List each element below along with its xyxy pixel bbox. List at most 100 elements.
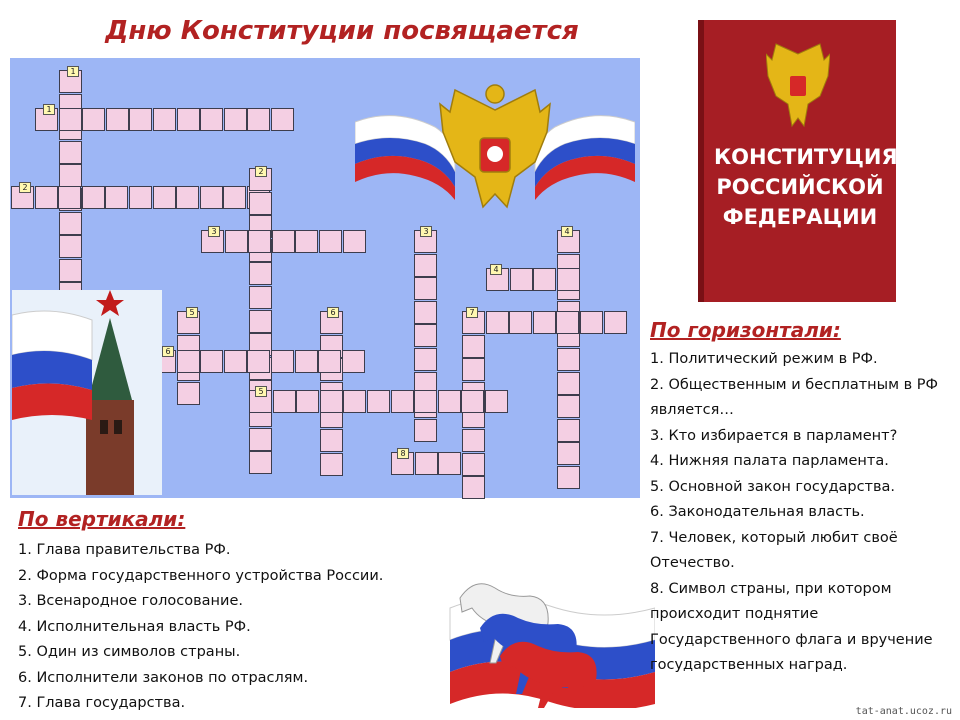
crossword-cell[interactable] bbox=[176, 350, 200, 373]
crossword-cell[interactable] bbox=[462, 334, 485, 358]
clue-item: 1. Политический режим в РФ. bbox=[650, 351, 878, 367]
crossword-cell[interactable] bbox=[249, 286, 272, 309]
crossword-cell[interactable] bbox=[200, 108, 224, 131]
crossword-cell[interactable] bbox=[295, 230, 319, 253]
crossword-cell[interactable] bbox=[249, 191, 272, 215]
crossword-cell[interactable] bbox=[437, 390, 461, 413]
crossword-cell[interactable] bbox=[177, 381, 200, 405]
crossword-cell[interactable] bbox=[557, 466, 580, 489]
crossword-cell[interactable] bbox=[153, 108, 176, 131]
crossword-cell[interactable] bbox=[580, 311, 603, 334]
crossword-cell[interactable] bbox=[342, 230, 366, 253]
crossword-cell[interactable] bbox=[58, 186, 82, 209]
clue-item: 7. Глава государства. bbox=[18, 695, 186, 711]
crossword-cell[interactable] bbox=[200, 350, 224, 373]
crossword-cell[interactable] bbox=[319, 230, 342, 253]
crossword-cell[interactable] bbox=[319, 390, 343, 413]
crossword-cell[interactable] bbox=[603, 311, 627, 334]
crossword-cell[interactable] bbox=[271, 350, 294, 373]
crossword-cell[interactable] bbox=[414, 390, 438, 413]
crossword-cell[interactable] bbox=[129, 186, 152, 209]
crossword-cell[interactable] bbox=[247, 350, 271, 373]
crossword-cell[interactable] bbox=[271, 230, 295, 253]
clue-item: 4. Нижняя палата парламента. bbox=[650, 453, 889, 469]
crossword-cell[interactable] bbox=[390, 390, 414, 413]
clue-number: 5 bbox=[186, 307, 198, 318]
crossword-cell[interactable] bbox=[343, 390, 367, 413]
crossword-cell[interactable] bbox=[249, 309, 272, 333]
crossword-cell[interactable] bbox=[271, 108, 294, 131]
crossword-cell[interactable] bbox=[105, 186, 129, 209]
crossword-cell[interactable] bbox=[272, 390, 296, 413]
crossword-cell[interactable] bbox=[223, 350, 247, 373]
crossword-cell[interactable] bbox=[59, 164, 82, 188]
crossword-cell[interactable] bbox=[556, 311, 580, 334]
crossword-cell[interactable] bbox=[223, 186, 247, 209]
crossword-cell[interactable] bbox=[414, 300, 437, 324]
crossword-cell[interactable] bbox=[176, 108, 200, 131]
crossword-cell[interactable] bbox=[414, 452, 438, 475]
clue-number: 2 bbox=[255, 166, 267, 177]
crossword-cell[interactable] bbox=[320, 429, 343, 452]
crossword-cell[interactable] bbox=[129, 108, 153, 131]
crossword-cell[interactable] bbox=[152, 186, 176, 209]
crossword-cell[interactable] bbox=[532, 311, 556, 334]
russian-coat-of-arms-icon bbox=[355, 84, 635, 209]
clue-item: 6. Законодательная власть. bbox=[650, 504, 865, 520]
clue-item: 5. Один из символов страны. bbox=[18, 644, 241, 660]
crossword-cell[interactable] bbox=[294, 350, 318, 373]
crossword-cell[interactable] bbox=[556, 268, 580, 291]
crossword-cell[interactable] bbox=[414, 418, 437, 442]
crossword-cell[interactable] bbox=[414, 324, 437, 348]
crossword-cell[interactable] bbox=[247, 108, 271, 131]
clue-item: 2. Общественным и бесплатным в РФ являет… bbox=[650, 376, 939, 419]
crossword-cell[interactable] bbox=[320, 452, 343, 476]
crossword-cell[interactable] bbox=[533, 268, 557, 291]
crossword-cell[interactable] bbox=[367, 390, 390, 413]
crossword-cell[interactable] bbox=[223, 108, 247, 131]
crossword-cell[interactable] bbox=[82, 108, 106, 131]
crossword-cell[interactable] bbox=[59, 258, 82, 282]
crossword-cell[interactable] bbox=[296, 390, 320, 413]
crossword-cell[interactable] bbox=[414, 348, 437, 371]
crossword-cell[interactable] bbox=[461, 390, 485, 413]
crossword-cell[interactable] bbox=[81, 186, 105, 209]
crossword-cell[interactable] bbox=[557, 418, 580, 442]
crossword-cell[interactable] bbox=[318, 350, 342, 373]
clue-item: 7. Человек, который любит своё Отечество… bbox=[650, 529, 898, 572]
crossword-cell[interactable] bbox=[462, 429, 485, 452]
crossword-cell[interactable] bbox=[557, 348, 580, 371]
crossword-cell[interactable] bbox=[249, 262, 272, 286]
crossword-cell[interactable] bbox=[249, 451, 272, 475]
crossword-cell[interactable] bbox=[224, 230, 248, 253]
crossword-cell[interactable] bbox=[509, 311, 533, 334]
crossword-cell[interactable] bbox=[462, 452, 485, 476]
crossword-cell[interactable] bbox=[34, 186, 58, 209]
crossword-cell[interactable] bbox=[249, 427, 272, 451]
crossword-cell[interactable] bbox=[199, 186, 223, 209]
crossword-cell[interactable] bbox=[341, 350, 365, 373]
crossword-cell[interactable] bbox=[462, 476, 485, 500]
crossword-cell[interactable] bbox=[557, 442, 580, 466]
crossword-cell[interactable] bbox=[59, 235, 82, 259]
crossword-cell[interactable] bbox=[105, 108, 129, 131]
clue-item: 2. Форма государственного устройства Рос… bbox=[18, 567, 384, 584]
crossword-cell[interactable] bbox=[59, 140, 82, 164]
crossword-cell[interactable] bbox=[509, 268, 533, 291]
crossword-cell[interactable] bbox=[485, 390, 508, 413]
crossword-cell[interactable] bbox=[58, 108, 82, 131]
crossword-cell[interactable] bbox=[59, 211, 82, 235]
clue-number: 4 bbox=[561, 226, 573, 237]
clue-number: 3 bbox=[420, 226, 432, 237]
crossword-cell[interactable] bbox=[485, 311, 509, 334]
crossword-cell[interactable] bbox=[557, 371, 580, 395]
clue-number: 7 bbox=[466, 307, 478, 318]
crossword-cell[interactable] bbox=[462, 358, 485, 382]
crossword-cell[interactable] bbox=[414, 277, 437, 301]
clue-number: 1 bbox=[67, 66, 79, 77]
crossword-cell[interactable] bbox=[557, 395, 580, 419]
crossword-cell[interactable] bbox=[438, 452, 462, 475]
crossword-cell[interactable] bbox=[248, 230, 272, 253]
crossword-cell[interactable] bbox=[176, 186, 200, 209]
crossword-cell[interactable] bbox=[414, 253, 437, 277]
